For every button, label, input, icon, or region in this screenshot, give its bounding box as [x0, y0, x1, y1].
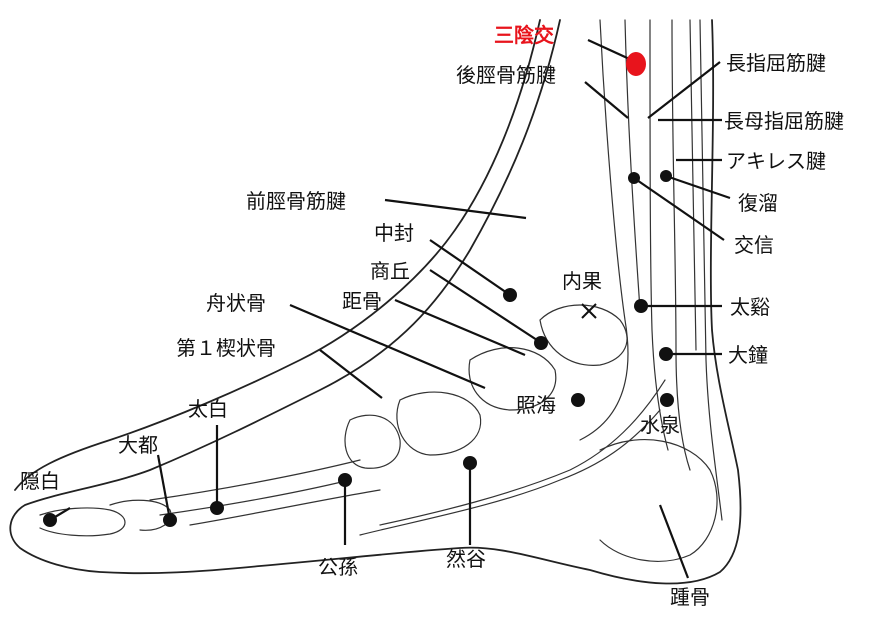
label-zhaohai: 照海 [516, 393, 556, 417]
dazhong-marker [659, 347, 673, 361]
leader-navicular [289, 303, 486, 390]
label-dadu: 大都 [118, 433, 158, 457]
foot-outline [9, 19, 742, 585]
leader-jiaoxin [633, 177, 725, 241]
shangqiu-marker [534, 336, 548, 350]
acupoint-markers [43, 52, 674, 527]
leader-lines [49, 39, 731, 579]
dadu-marker [163, 513, 177, 527]
leader-cuneiform [319, 349, 383, 399]
leader-zhongfeng [429, 239, 511, 296]
taixi-marker [634, 299, 648, 313]
label-flexor-digitorum-tendon: 長指屈筋腱 [726, 51, 826, 75]
label-taibai: 太白 [188, 397, 228, 421]
label-dazhong: 大鐘 [728, 343, 768, 367]
label-fuliu: 復溜 [738, 191, 778, 215]
label-gongsun: 公孫 [318, 555, 358, 579]
label-sanyinjiao: 三陰交 [494, 23, 554, 47]
leader-fuliu [665, 174, 731, 200]
leader-flexor-digitorum [647, 61, 721, 119]
label-flexor-hallucis-tendon: 長母指屈筋腱 [724, 109, 844, 133]
label-yinbai: 隠白 [20, 469, 60, 493]
label-talus: 距骨 [342, 289, 382, 313]
label-jiaoxin: 交信 [734, 233, 774, 257]
label-anterior-tibial-tendon: 前脛骨筋腱 [246, 189, 346, 213]
label-cuneiform: 第１楔状骨 [176, 336, 276, 360]
taibai-marker [210, 501, 224, 515]
zhaohai-marker [571, 393, 585, 407]
label-shangqiu: 商丘 [370, 259, 410, 283]
rangu-marker [463, 456, 477, 470]
leader-calcaneus [658, 504, 690, 579]
leader-talus [394, 298, 526, 357]
label-posterior-tibial-tendon: 後脛骨筋腱 [456, 63, 556, 87]
label-shuiquan: 水泉 [640, 413, 680, 437]
labels: 三陰交 後脛骨筋腱 長指屈筋腱 長母指屈筋腱 アキレス腱 復溜 交信 前脛骨筋腱… [20, 23, 844, 609]
label-rangu: 然谷 [446, 547, 486, 571]
label-calcaneus: 踵骨 [670, 585, 710, 609]
label-medial-malleolus: 内果 [562, 269, 602, 293]
label-achilles-tendon: アキレス腱 [726, 149, 826, 173]
label-taixi: 太谿 [730, 295, 770, 319]
sanyinjiao-marker [626, 52, 646, 76]
leader-posterior-tibial [584, 81, 629, 119]
label-zhongfeng: 中封 [374, 221, 414, 245]
gongsun-marker [338, 473, 352, 487]
fuliu-marker [660, 170, 672, 182]
shuiquan-marker [660, 393, 674, 407]
zhongfeng-marker [503, 288, 517, 302]
jiaoxin-marker [628, 172, 640, 184]
leader-anterior-tibial [384, 198, 527, 220]
leader-dadu [156, 454, 172, 521]
leader-shangqiu [429, 269, 541, 343]
yinbai-marker [43, 513, 57, 527]
label-navicular: 舟状骨 [206, 291, 266, 315]
